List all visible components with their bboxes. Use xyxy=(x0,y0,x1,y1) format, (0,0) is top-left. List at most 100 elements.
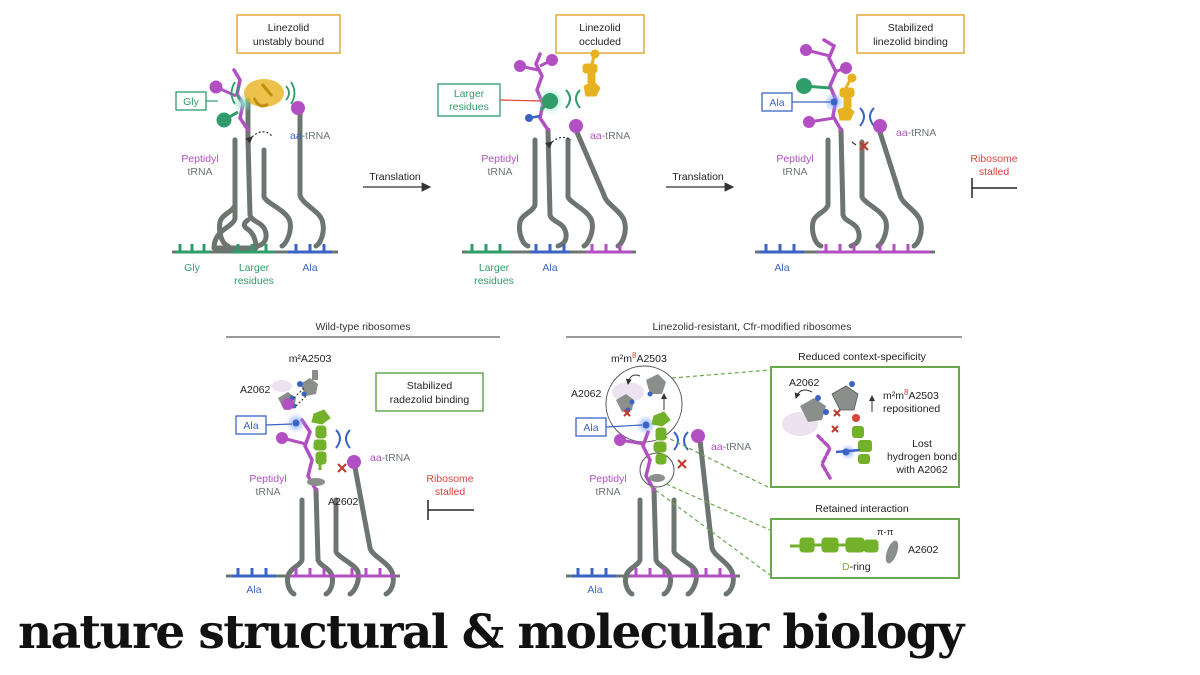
aa-trna xyxy=(671,437,736,597)
state-box xyxy=(555,14,645,54)
panel-linezolid-unstable: Linezolid unstably bound Gly aa-tRNA Pep… xyxy=(172,14,341,287)
peptidyl-label: Peptidyl xyxy=(481,153,518,165)
mrna-larger-2: residues xyxy=(474,275,514,287)
aa-prefix: aa xyxy=(590,130,602,142)
inset1-lost-3: with A2062 xyxy=(895,464,948,476)
blocked-icon xyxy=(337,463,347,473)
a2062-label: A2062 xyxy=(240,384,271,396)
trna-label: tRNA xyxy=(595,486,620,498)
trna-label: tRNA xyxy=(487,166,512,178)
mrna-ala: Ala xyxy=(246,584,261,596)
state-box xyxy=(375,372,484,412)
inset2-a2602: A2602 xyxy=(908,544,939,556)
peptidyl-trna xyxy=(623,487,673,597)
inset1-a2503-nucleotide xyxy=(831,381,860,422)
inset2-radezolid xyxy=(790,537,879,553)
trna-label: tRNA xyxy=(255,486,280,498)
inset2-pipi: π-π xyxy=(877,527,894,538)
mrna-larger-1: Larger xyxy=(479,262,510,274)
radezolid xyxy=(311,409,331,470)
inset1-m2m8-post: A2503 xyxy=(908,390,939,402)
peptide-chain xyxy=(822,38,843,132)
a2503-nucleotide xyxy=(297,370,318,397)
state-box-line1: Stabilized xyxy=(407,380,453,392)
aa-residue xyxy=(347,455,361,469)
aa-prefix: aa xyxy=(370,452,382,464)
peptidyl-label: Peptidyl xyxy=(776,153,813,165)
zoom-circle-bottom xyxy=(639,452,675,488)
tag-line2: residues xyxy=(449,101,489,113)
dring-pre: D xyxy=(842,561,850,573)
state-box xyxy=(236,14,341,54)
stalled-line2: stalled xyxy=(435,486,466,498)
m2a2503-label: m²A2503 xyxy=(289,353,332,365)
ala-tag-label: Ala xyxy=(583,422,598,434)
aa-prefix: aa xyxy=(711,441,723,453)
inset2-dring: D-ring xyxy=(842,561,871,573)
state-box-line2: unstably bound xyxy=(253,36,324,48)
journal-masthead: nature structural & molecular biology xyxy=(18,605,964,660)
panel-stabilized-linezolid: Stabilized linezolid binding Ala aa-tRNA… xyxy=(755,14,1018,274)
state-box-line2: linezolid binding xyxy=(873,36,948,48)
state-box xyxy=(856,14,965,54)
stall-bar xyxy=(427,500,474,520)
gly-tag-label: Gly xyxy=(183,96,200,108)
ala-residue xyxy=(292,419,300,427)
stall-bar xyxy=(971,178,1017,198)
inset2-title: Retained interaction xyxy=(815,503,909,515)
aa-trna xyxy=(261,105,326,249)
mrna-larger-2: residues xyxy=(234,275,274,287)
translation-label-2: Translation xyxy=(672,171,724,183)
inset1-a2062-nucleotide xyxy=(800,395,829,422)
aa-trna xyxy=(333,459,396,597)
aa-trna xyxy=(859,123,924,249)
aa-trna-label: aa-tRNA xyxy=(590,130,630,142)
ala-tag-label: Ala xyxy=(243,420,258,432)
vibration-marks xyxy=(230,81,296,105)
inset1-m2m8-sup: 8 xyxy=(904,388,909,397)
peptide-chain xyxy=(641,430,656,492)
aa-trna xyxy=(565,127,628,249)
aa-suffix: -tRNA xyxy=(723,441,752,453)
inset1-repositioned: repositioned xyxy=(883,403,940,415)
panel-cfr-modified: Linezolid-resistant, Cfr-modified riboso… xyxy=(566,321,962,597)
translation-arrow-1: Translation xyxy=(363,171,432,192)
inset2-a2602-nucleotide xyxy=(885,540,899,564)
a2602-nucleotide xyxy=(649,474,665,482)
zoom-connectors xyxy=(649,369,771,576)
mrna-ala: Ala xyxy=(302,262,317,274)
blocked-icon xyxy=(859,141,869,151)
aa-trna-label: aa-tRNA xyxy=(896,127,936,139)
peptide-chain xyxy=(534,52,550,132)
m2m8-post: A2503 xyxy=(636,353,667,365)
m2m8-sup: 8 xyxy=(632,351,637,360)
aa-suffix: -tRNA xyxy=(602,130,631,142)
clash-marks xyxy=(565,89,581,109)
mrna-ala: Ala xyxy=(774,262,789,274)
state-box-line1: Stabilized xyxy=(888,22,934,34)
ala-tag-label: Ala xyxy=(769,97,784,109)
blocked-icon xyxy=(677,459,687,469)
linezolid xyxy=(837,73,857,121)
aa-suffix: -tRNA xyxy=(382,452,411,464)
panel-header: Wild-type ribosomes xyxy=(315,321,410,333)
inset1-m2m8-pre: m²m xyxy=(883,390,904,402)
aa-residue xyxy=(873,119,887,133)
translation-label-1: Translation xyxy=(369,171,421,183)
panel-wild-type: Wild-type ribosomes m²A2503 A2062 Stabil… xyxy=(226,321,500,597)
aa-trna-label: aa-tRNA xyxy=(711,441,751,453)
stalled-line2: stalled xyxy=(979,166,1010,178)
inset1-lost-1: Lost xyxy=(912,438,932,450)
state-box-line1: Linezolid xyxy=(268,22,310,34)
state-box-line1: Linezolid xyxy=(579,22,621,34)
ala-residue xyxy=(830,98,838,106)
aa-residue xyxy=(691,429,705,443)
panel-linezolid-occluded: Linezolid occluded Larger residues aa-tR… xyxy=(437,14,645,287)
mrna-ala: Ala xyxy=(542,262,557,274)
trna-label: tRNA xyxy=(782,166,807,178)
peptidyl-label: Peptidyl xyxy=(181,153,218,165)
panel-header: Linezolid-resistant, Cfr-modified riboso… xyxy=(653,321,852,333)
state-box-line2: occluded xyxy=(579,36,621,48)
stalled-line1: Ribosome xyxy=(970,153,1017,165)
